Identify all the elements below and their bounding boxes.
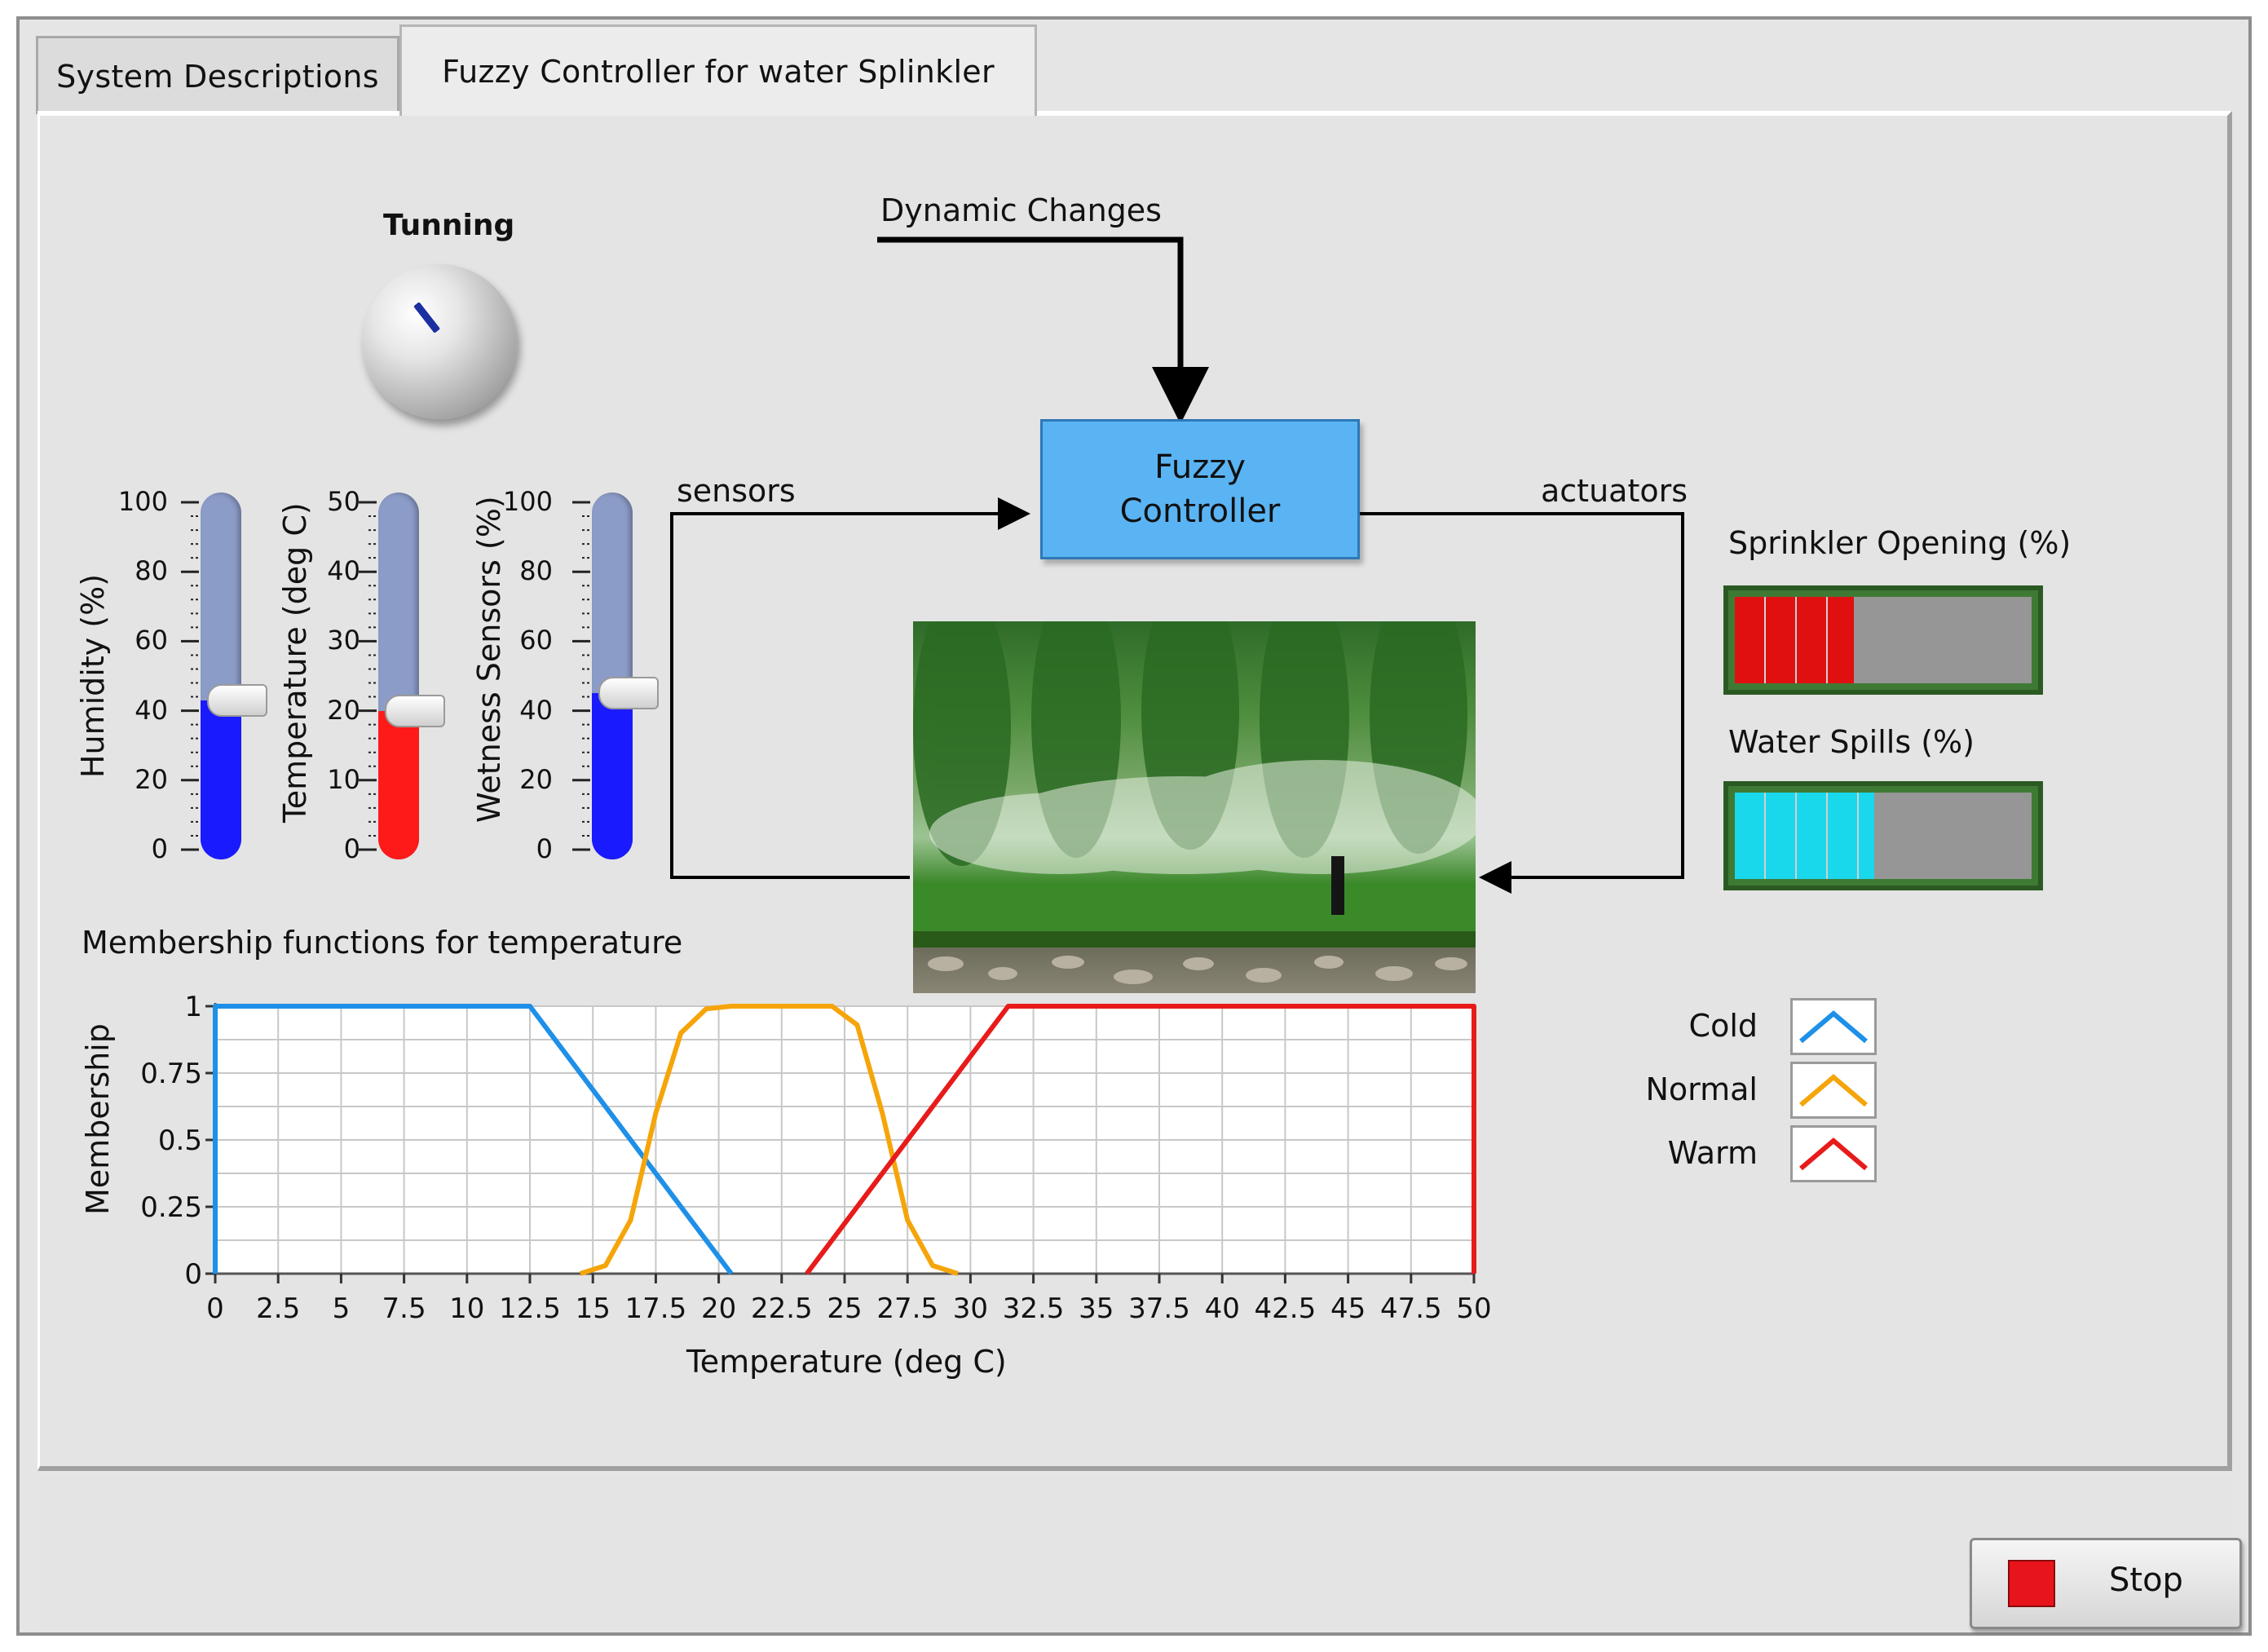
y-tick-label: 0.5 (158, 1124, 202, 1157)
x-tick-label: 35 (1079, 1292, 1114, 1325)
x-tick-label: 15 (576, 1292, 611, 1325)
tuning-label: Tunning (383, 209, 515, 242)
x-tick-label: 30 (953, 1292, 988, 1325)
x-tick-label: 32.5 (1003, 1292, 1065, 1325)
gauge-scale-label: 40 (519, 694, 553, 726)
x-tick-label: 27.5 (876, 1292, 938, 1325)
legend-glyph-line (1799, 1137, 1868, 1171)
x-tick-label: 50 (1456, 1292, 1491, 1325)
x-tick-label: 7.5 (382, 1292, 426, 1325)
y-tick-label: 0.25 (140, 1191, 202, 1224)
tuning-knob[interactable] (362, 264, 517, 419)
sprinkler-photo (913, 621, 1476, 993)
water-spills-label: Water Spills (%) (1728, 724, 1975, 760)
tab-fuzzy-controller[interactable]: Fuzzy Controller for water Splinkler (399, 24, 1037, 116)
legend-glyph-line (1799, 1010, 1868, 1044)
bottom-bar (38, 1476, 2232, 1628)
gauge-scale-label: 100 (117, 486, 168, 517)
gauge-scale-label: 0 (536, 833, 553, 864)
x-tick-label: 37.5 (1128, 1292, 1190, 1325)
legend-swatch-normal (1790, 1062, 1877, 1119)
gauge-scale-label: 80 (519, 555, 553, 587)
gauge-scale-label: 30 (327, 625, 360, 656)
y-tick-label: 0 (184, 1258, 202, 1291)
sprinkler-opening-label: Sprinkler Opening (%) (1728, 525, 2072, 561)
chart-ylabel: Membership (80, 1023, 116, 1215)
gauge-scale-label: 0 (151, 833, 168, 864)
dynamic-changes-label: Dynamic Changes (880, 192, 1162, 228)
x-tick-label: 17.5 (625, 1292, 687, 1325)
chart-xlabel: Temperature (deg C) (686, 1344, 1007, 1380)
legend-glyph (1799, 1074, 1868, 1107)
series-line-warm (805, 1004, 1476, 1275)
x-tick-label: 12.5 (499, 1292, 561, 1325)
gauge-scale-label: 40 (135, 694, 168, 726)
fuzzy-controller-block: Fuzzy Controller (1040, 419, 1360, 559)
controller-label-line1: Fuzzy (1154, 448, 1246, 486)
gauge-scale-label: 20 (327, 694, 360, 726)
gauge-scale-label: 0 (343, 833, 360, 864)
legend-swatch-cold (1790, 998, 1877, 1055)
series-line-normal (579, 1004, 959, 1276)
gauge-tube[interactable] (201, 493, 241, 859)
gauge-slider-thumb[interactable] (207, 683, 267, 717)
x-tick-label: 10 (449, 1292, 484, 1325)
legend-label-cold: Cold (1688, 1008, 1758, 1044)
water-spills-fill (1735, 793, 1875, 879)
actuators-label: actuators (1541, 473, 1688, 509)
gauge-scale-label: 60 (519, 625, 553, 656)
legend-glyph-line (1799, 1074, 1868, 1107)
tab-system-descriptions[interactable]: System Descriptions (36, 36, 399, 114)
water-spills-meter (1723, 781, 2043, 890)
x-tick-label: 25 (827, 1292, 862, 1325)
x-tick-label: 47.5 (1380, 1292, 1442, 1325)
gauge-scale-label: 100 (502, 486, 553, 517)
gauge-ticks (359, 501, 377, 851)
gauge-fill (378, 710, 419, 859)
sprinkler-opening-meter (1723, 585, 2043, 695)
x-tick-label: 5 (333, 1292, 351, 1325)
legend-swatch-warm (1790, 1125, 1877, 1182)
gauge-slider-thumb[interactable] (385, 694, 445, 727)
x-tick-label: 42.5 (1255, 1292, 1317, 1325)
gauge-ticks (181, 501, 199, 851)
gauge-scale-label: 80 (135, 555, 168, 587)
gauge-fill (201, 700, 241, 859)
x-tick-label: 20 (701, 1292, 736, 1325)
controller-label-line2: Controller (1119, 493, 1281, 530)
gauge-slider-thumb[interactable] (598, 677, 659, 710)
legend-glyph (1799, 1010, 1868, 1044)
x-tick-label: 22.5 (751, 1292, 813, 1325)
x-tick-label: 0 (206, 1292, 224, 1325)
y-tick-label: 1 (184, 991, 202, 1023)
legend-label-warm: Warm (1667, 1135, 1758, 1171)
gauge-fill (592, 693, 633, 859)
sensors-label: sensors (677, 473, 796, 509)
sprinkler-opening-fill (1735, 597, 1854, 683)
gauge-tube[interactable] (378, 493, 419, 859)
series-line-cold (213, 1004, 734, 1275)
legend-label-normal: Normal (1645, 1071, 1758, 1107)
stop-button[interactable]: Stop (1970, 1538, 2242, 1629)
x-tick-label: 45 (1330, 1292, 1366, 1325)
y-tick-label: 0.75 (140, 1058, 202, 1090)
x-tick-label: 2.5 (256, 1292, 300, 1325)
x-tick-label: 40 (1205, 1292, 1240, 1325)
gauge-tube[interactable] (592, 493, 633, 859)
gauge-scale-label: 60 (135, 625, 168, 656)
gauge-scale-label: 20 (135, 763, 168, 795)
gauge-scale-label: 50 (327, 486, 360, 517)
stop-label: Stop (2109, 1561, 2183, 1599)
chart-title: Membership functions for temperature (82, 925, 683, 961)
gauge-scale-label: 20 (519, 763, 553, 795)
gauge-ticks (572, 501, 590, 851)
legend-glyph (1799, 1137, 1868, 1171)
gauge-scale-label: 40 (327, 555, 360, 587)
sprinkler-illustration (913, 621, 1476, 984)
stop-square-icon (2008, 1560, 2055, 1607)
app-window: System Descriptions Fuzzy Controller for… (16, 16, 2252, 1636)
gauge-scale-label: 10 (327, 763, 360, 795)
